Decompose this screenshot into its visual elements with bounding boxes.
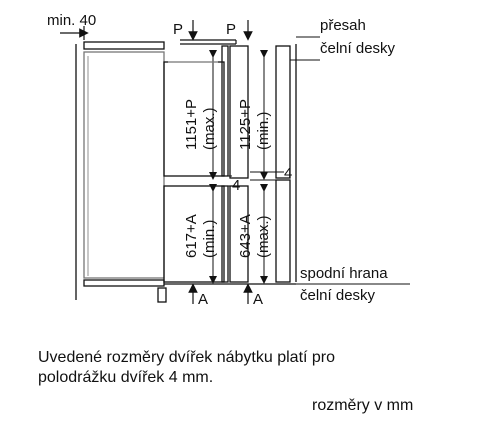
dim-1151-note: (max.) <box>201 108 218 151</box>
overlap-leader <box>290 36 320 61</box>
a-left-label: A <box>198 291 208 308</box>
dim-upper-left <box>168 50 218 180</box>
units-note: rozměry v mm <box>312 397 414 414</box>
min-gap-label: min. 40 <box>47 12 96 29</box>
dim-617-note: (min.) <box>201 220 218 258</box>
cabinet-outline <box>75 41 167 303</box>
caption-line1: Uvedené rozměry dvířek nábytku platí pro <box>38 349 336 366</box>
a-right-label: A <box>253 291 263 308</box>
door-front-right <box>275 44 297 283</box>
caption-line2: polodrážku dvířek 4 mm. <box>38 369 214 386</box>
dim-643-note: (max.) <box>255 216 272 259</box>
dim-lower <box>209 184 268 284</box>
p-arrows <box>180 20 253 45</box>
gap-marks <box>164 171 284 187</box>
p-left-label: P <box>173 21 183 38</box>
a-arrows <box>164 283 296 304</box>
bottom-edge-line1: spodní hrana <box>300 265 388 282</box>
dim-1125-note: (min.) <box>255 112 272 150</box>
p-right-label: P <box>226 21 236 38</box>
dim-617-label: 617+A <box>183 214 200 258</box>
dim-1151-label: 1151+P <box>183 99 200 150</box>
bottom-edge-line2: čelní desky <box>300 287 376 304</box>
gap-left-label: 4 <box>232 177 240 194</box>
dim-643-label: 643+A <box>237 214 254 258</box>
min-gap-indicator <box>60 26 89 40</box>
overlap-label-line1: přesah <box>320 17 366 34</box>
dim-1125-label: 1125+P <box>237 99 254 150</box>
gap-right-label: 4 <box>284 165 292 182</box>
overlap-label-line2: čelní desky <box>320 40 396 57</box>
